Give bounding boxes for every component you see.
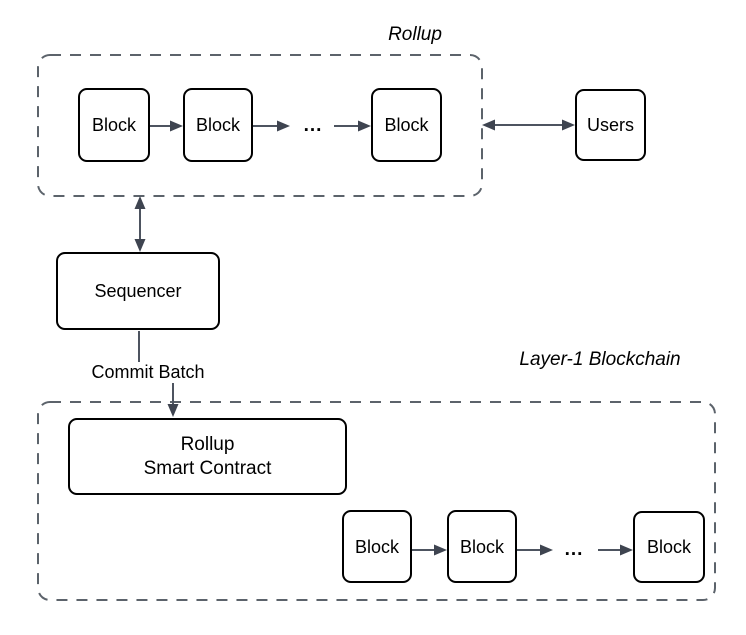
rollup-block-3-label: Block <box>384 115 429 135</box>
arrowhead-sequencer-to-rollup <box>134 196 146 209</box>
users-node-label: Users <box>586 115 634 135</box>
commit-batch-label: Commit Batch <box>80 362 216 383</box>
sequencer-node: Sequencer <box>56 252 220 330</box>
l1-block-3: Block <box>633 511 705 583</box>
arrowhead-commit-batch <box>167 404 179 417</box>
l1-block-1-label: Block <box>354 536 399 557</box>
rollup-section-label: Rollup <box>388 24 442 45</box>
l1-block-3-label: Block <box>646 537 691 557</box>
rollup-block-1: Block <box>78 88 150 162</box>
smart-contract-label-line2: Smart Contract <box>143 457 272 479</box>
smart-contract-label-line1: Rollup <box>180 433 235 455</box>
l1-ellipsis: ... <box>564 539 584 560</box>
arrowhead-rollup-to-sequencer <box>134 239 146 252</box>
layer1-section-label: Layer-1 Blockchain <box>519 349 681 370</box>
smart-contract-node: Rollup Smart Contract <box>68 418 347 495</box>
arrowhead-block2-ellipsis <box>277 120 290 132</box>
arrowhead-l1block2-ellipsis <box>540 544 553 556</box>
arrowhead-ellipsis-block3 <box>358 120 371 132</box>
rollup-block-2: Block <box>183 88 253 162</box>
rollup-block-1-label: Block <box>91 115 136 135</box>
rollup-chain-arrowheads <box>170 120 371 132</box>
rollup-block-2-label: Block <box>195 115 240 135</box>
rollup-container-outline <box>37 54 483 197</box>
users-node: Users <box>575 89 646 161</box>
rollup-ellipsis: ... <box>303 115 323 136</box>
l1-chain-arrowheads <box>434 544 633 556</box>
rollup-block-3: Block <box>371 88 442 162</box>
sequencer-node-label: Sequencer <box>94 281 182 301</box>
arrowhead-rollup-to-users <box>562 119 575 131</box>
l1-block-2-label: Block <box>459 536 504 557</box>
arrowhead-users-to-rollup <box>482 119 495 131</box>
arrowhead-block1-block2 <box>170 120 183 132</box>
arrowhead-ellipsis-l1block3 <box>620 544 633 556</box>
arrowhead-l1block1-l1block2 <box>434 544 447 556</box>
l1-block-2: Block <box>447 510 517 583</box>
layer1-container-outline <box>37 401 716 601</box>
l1-block-1: Block <box>342 510 412 583</box>
